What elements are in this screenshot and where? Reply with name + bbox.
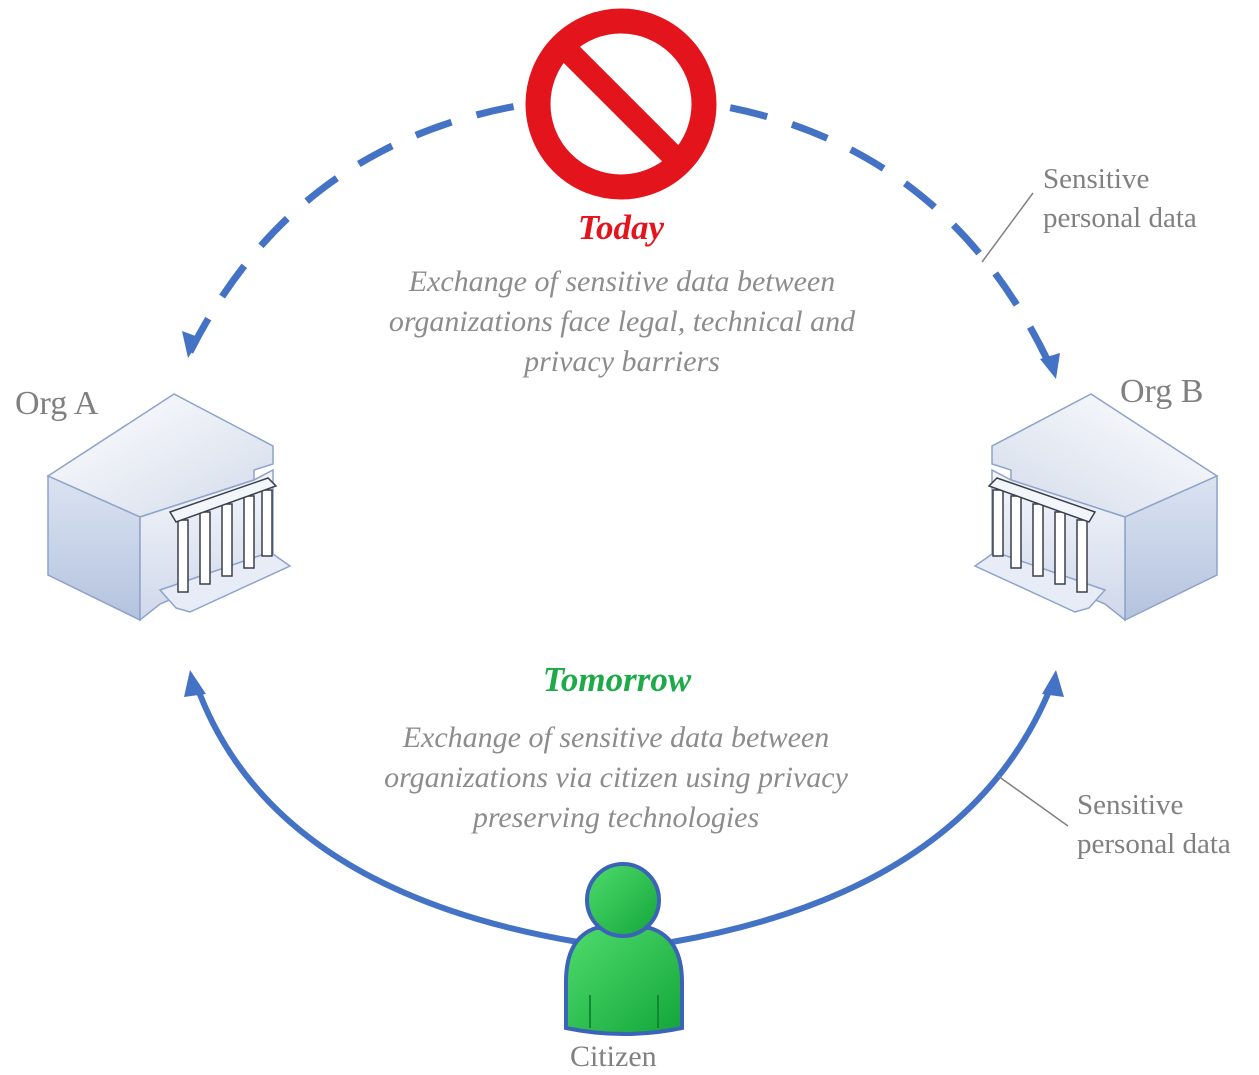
today-arrowhead-left-icon (182, 331, 201, 358)
citizen-person-icon (564, 862, 684, 1036)
tomorrow-arrowhead-right-icon (1042, 670, 1064, 697)
today-description-line: organizations face legal, technical and (388, 305, 856, 338)
today-arrowhead-right-icon (1040, 353, 1060, 379)
org-b-label: Org B (1120, 373, 1204, 410)
prohibition-icon (525, 8, 717, 200)
org-b-bank-building-icon (973, 393, 1219, 622)
callout-top-leader (981, 192, 1034, 263)
today-description-line: privacy barriers (524, 345, 720, 378)
callout-bottom-line: personal data (1077, 828, 1231, 860)
tomorrow-flow-arrow (184, 670, 1064, 945)
today-description-line: Exchange of sensitive data between (408, 265, 836, 298)
callout-bottom-line: Sensitive (1077, 789, 1184, 821)
callout-bottom-sensitive-data: Sensitive personal data (1077, 786, 1231, 864)
citizen-label: Citizen (570, 1040, 657, 1073)
callout-top-sensitive-data: Sensitive personal data (1043, 160, 1197, 238)
today-heading: Today (577, 208, 665, 247)
callout-top-line: Sensitive (1043, 163, 1150, 195)
org-a-label: Org A (15, 385, 99, 422)
tomorrow-arrowhead-left-icon (184, 670, 206, 697)
callout-bottom-leader (997, 775, 1069, 827)
tomorrow-solid-arc (193, 682, 1055, 945)
callout-top-line: personal data (1043, 202, 1197, 234)
tomorrow-description-line: preserving technologies (472, 801, 760, 834)
tomorrow-heading: Tomorrow (542, 660, 692, 699)
tomorrow-description: Exchange of sensitive data between organ… (296, 718, 936, 838)
org-a-bank-building-icon (46, 393, 292, 622)
today-description: Exchange of sensitive data between organ… (302, 262, 942, 382)
tomorrow-description-line: organizations via citizen using privacy (384, 761, 848, 794)
tomorrow-description-line: Exchange of sensitive data between (402, 721, 830, 754)
